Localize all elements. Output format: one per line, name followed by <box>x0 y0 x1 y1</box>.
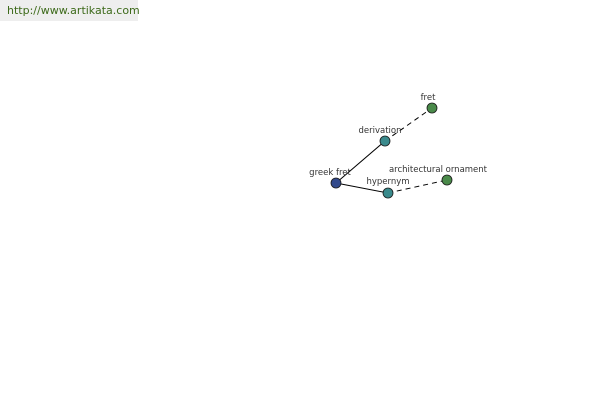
node-label-greek-fret[interactable]: greek fret <box>309 168 351 178</box>
node-fret[interactable] <box>426 102 438 114</box>
node-derivation[interactable] <box>379 135 391 147</box>
edges-layer <box>335 107 448 194</box>
node-label-fret[interactable]: fret <box>421 93 437 103</box>
edge-derivation-to-fret <box>384 107 433 142</box>
edge-hypernym-to-architectural-ornament <box>387 179 448 194</box>
node-label-hypernym[interactable]: hypernym <box>366 177 409 187</box>
node-label-derivation[interactable]: derivation <box>358 126 401 136</box>
node-hypernym[interactable] <box>382 187 394 199</box>
node-label-architectural-ornament[interactable]: architectural ornament <box>389 165 488 175</box>
nodes-layer <box>330 102 453 199</box>
edge-greek-fret-to-derivation <box>335 140 386 184</box>
source-url[interactable]: http://www.artikata.com <box>0 0 140 21</box>
node-greek-fret[interactable] <box>330 177 342 189</box>
node-architectural-ornament[interactable] <box>441 174 453 186</box>
edge-greek-fret-to-hypernym <box>335 182 389 194</box>
labels-layer: greek fret derivation hypernym fret architec… <box>309 93 488 187</box>
